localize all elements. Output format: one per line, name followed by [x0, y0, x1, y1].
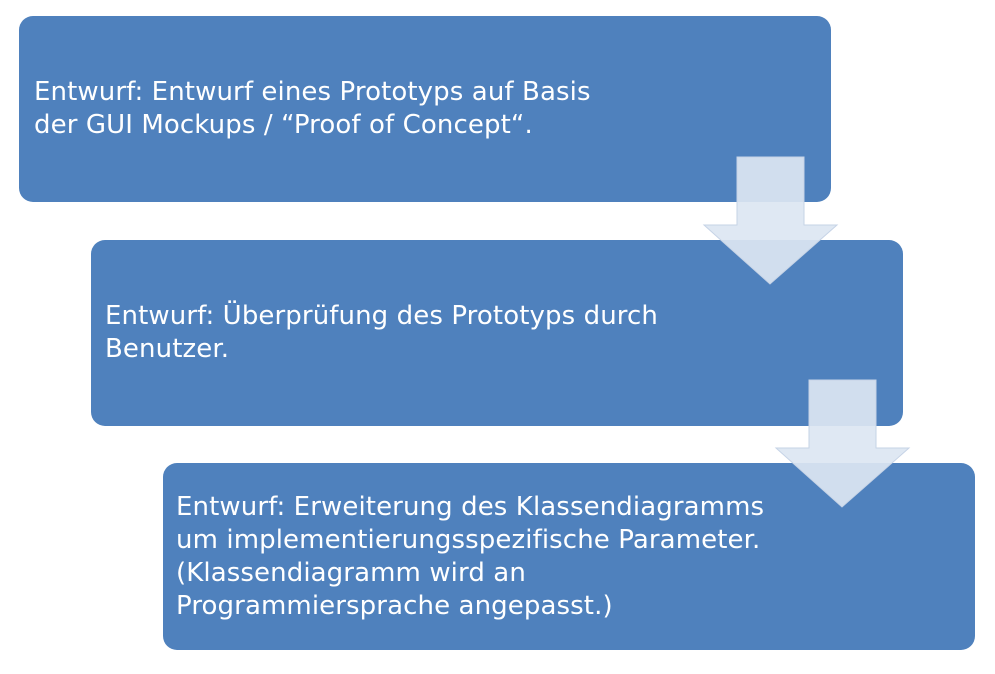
down-arrow-icon — [702, 156, 839, 285]
arrow-1-shape — [702, 156, 839, 285]
process-step-1-text: Entwurf: Entwurf eines Prototyps auf Bas… — [34, 77, 591, 140]
process-step-2: Entwurf: Überprüfung des Prototyps durch… — [91, 240, 903, 426]
arrow-2-shape — [774, 379, 911, 508]
process-step-2-text: Entwurf: Überprüfung des Prototyps durch… — [105, 301, 658, 364]
process-step-3: Entwurf: Erweiterung des Klassendiagramm… — [163, 463, 975, 650]
process-step-3-text: Entwurf: Erweiterung des Klassendiagramm… — [176, 491, 765, 621]
down-arrow-icon — [774, 379, 911, 508]
process-step-1: Entwurf: Entwurf eines Prototyps auf Bas… — [19, 16, 831, 202]
